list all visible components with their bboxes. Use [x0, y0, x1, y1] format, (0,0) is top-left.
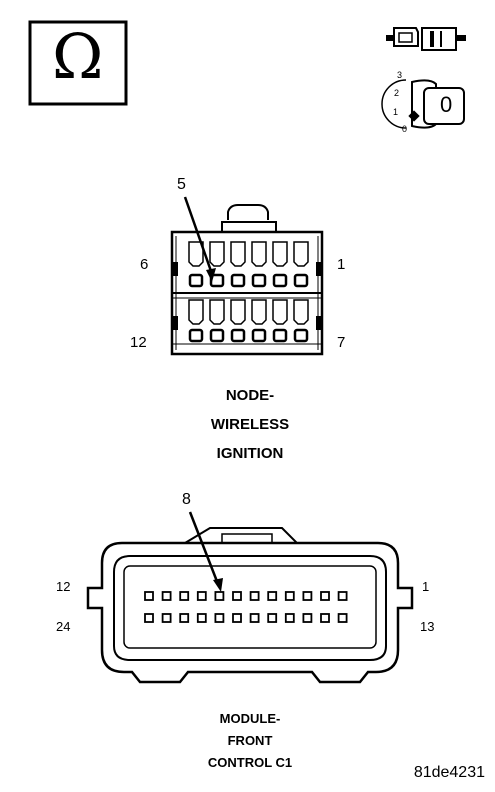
connector-1-cavity — [293, 299, 309, 325]
connector-2-pin-top-left: 12 — [56, 579, 71, 594]
callout-arrow-1 — [183, 196, 214, 275]
connector-1-terminal — [293, 328, 309, 343]
connector-2-pin — [232, 591, 242, 601]
ignition-position-1: 1 — [393, 107, 399, 117]
ignition-key-label: 0 — [440, 92, 453, 117]
connector-2-pin — [267, 613, 278, 623]
connector-1-terminal — [272, 328, 288, 343]
connector-1-cavity — [272, 299, 288, 325]
connector-1-cavity — [293, 241, 309, 267]
ignition-off-icon — [381, 79, 465, 129]
connector-2-pin — [196, 613, 207, 623]
connector-1-caption-line: NODE- — [225, 387, 275, 404]
connector-1-caption-line: WIRELESS — [210, 416, 290, 433]
connector-2-pin — [337, 613, 348, 623]
connector-2-pin — [144, 591, 154, 601]
connector-2-pin-bottom-right: 13 — [420, 619, 435, 634]
connector-2-pins — [144, 591, 348, 623]
connector-2-pin — [249, 591, 260, 601]
connector-1-terminal — [188, 328, 204, 343]
connector-1-pin-top-left: 6 — [140, 256, 149, 273]
connector-2-caption-line: MODULE- — [219, 711, 281, 726]
connector-1-cavity — [209, 299, 225, 325]
connector-2-pin — [267, 591, 278, 601]
connector-1-cavity — [230, 299, 246, 325]
connector-1-terminal — [230, 273, 246, 288]
callout-arrow-2 — [188, 511, 220, 585]
connector-1-terminal — [188, 273, 204, 288]
connector-1-cavity — [272, 241, 288, 267]
connector-1-cavity — [209, 241, 225, 267]
connector-2-caption-line: CONTROL C1 — [207, 755, 293, 770]
connector-2-pin-bottom-left: 24 — [56, 619, 71, 634]
connector-2-callout-pin: 8 — [182, 491, 191, 508]
connector-2-pin — [161, 591, 172, 601]
connector-1-terminal — [209, 273, 225, 288]
connector-2-pin — [214, 613, 225, 623]
connector-2-caption-line: FRONT — [227, 733, 273, 748]
connector-1-cavity — [251, 299, 267, 325]
connector-1-terminal — [272, 273, 288, 288]
connector-2-pin — [320, 613, 330, 623]
connector-1-terminal — [251, 328, 267, 343]
connector-1-terminal — [251, 273, 267, 288]
connector-disconnect-icon — [386, 27, 466, 51]
connector-2-pin — [302, 613, 313, 623]
connector-2-pin — [232, 613, 242, 623]
connector-2-pin — [196, 591, 207, 601]
ohmmeter-box — [28, 20, 128, 106]
connector-1-cavities — [188, 241, 309, 343]
callout-arrowhead-2 — [213, 578, 223, 592]
callout-arrowhead-1 — [206, 268, 216, 282]
connector-2-pin — [320, 591, 330, 601]
connector-1-caption: NODE- WIRELESS IGNITION — [150, 381, 350, 468]
connector-2-pin — [284, 613, 295, 623]
connector-1-pin-bottom-left: 12 — [130, 334, 147, 351]
connector-2-pin — [144, 613, 154, 623]
connector-2-pin — [337, 591, 348, 601]
ignition-position-0: 0 — [402, 124, 408, 134]
connector-2-pin — [284, 591, 295, 601]
connector-1-pin-bottom-right: 7 — [337, 334, 346, 351]
connector-2-pin — [161, 613, 172, 623]
ignition-position-2: 2 — [394, 88, 400, 98]
figure-id: 81de4231 — [413, 764, 485, 781]
connector-2-pin — [179, 613, 190, 623]
connector-1-callout-pin: 5 — [177, 176, 186, 193]
connector-1-cavity — [188, 241, 204, 267]
ohm-symbol: Ω — [52, 20, 104, 93]
connector-1-terminal — [230, 328, 246, 343]
connector-2-pin — [179, 591, 190, 601]
connector-1-cavity — [188, 299, 204, 325]
connector-1-pin-top-right: 1 — [337, 256, 346, 273]
connector-2-body — [86, 527, 414, 684]
connector-2-pin — [249, 613, 260, 623]
connector-2-pin — [214, 591, 225, 601]
connector-1-terminal — [209, 328, 225, 343]
connector-1-caption-line: IGNITION — [216, 445, 284, 462]
connector-2-pin — [302, 591, 313, 601]
connector-1-terminal — [293, 273, 309, 288]
connector-1-cavity — [230, 241, 246, 267]
connector-2-pin-top-right: 1 — [422, 579, 430, 594]
connector-2-caption: MODULE- FRONT CONTROL C1 — [150, 708, 350, 774]
connector-1-cavity — [251, 241, 267, 267]
ignition-position-3: 3 — [397, 70, 403, 80]
